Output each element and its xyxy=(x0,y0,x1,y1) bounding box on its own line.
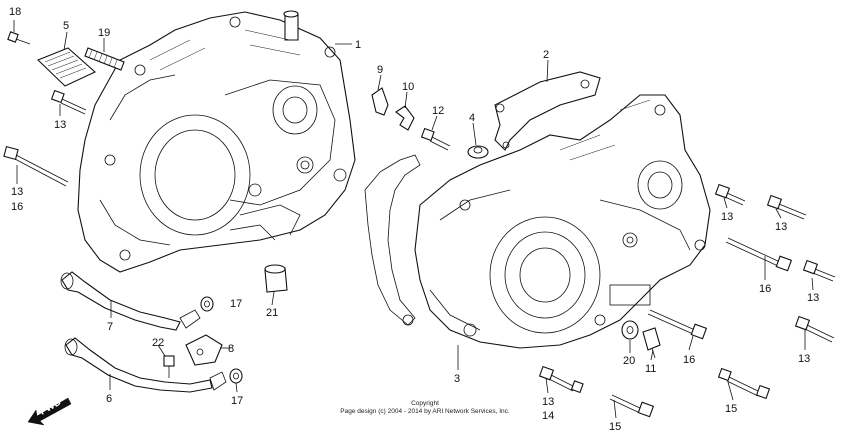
callout-7: 7 xyxy=(107,321,113,333)
callout-3: 3 xyxy=(454,373,460,385)
callout-13-c: 13 xyxy=(721,211,733,223)
callout-16-c: 16 xyxy=(683,354,695,366)
stud-19 xyxy=(84,47,125,71)
callout-20: 20 xyxy=(623,355,635,367)
callout-16-a: 16 xyxy=(11,201,23,213)
fwd-indicator: FWD xyxy=(27,397,72,426)
callout-14: 14 xyxy=(542,410,554,422)
bolt-16-left xyxy=(3,145,69,187)
screen-plate-5 xyxy=(37,47,96,87)
gasket xyxy=(364,154,421,326)
washer-17-a xyxy=(200,296,214,312)
bracket xyxy=(494,71,601,151)
callout-15-a: 15 xyxy=(609,421,621,433)
bolt-12 xyxy=(420,127,451,151)
clip-9 xyxy=(371,87,389,116)
callout-17-a: 17 xyxy=(230,298,242,310)
callout-6: 6 xyxy=(106,393,112,405)
copyright-line-1: Copyright xyxy=(411,400,439,407)
callout-2: 2 xyxy=(543,49,549,61)
callout-8: 8 xyxy=(228,343,234,355)
callout-10: 10 xyxy=(402,81,414,93)
callout-16-b: 16 xyxy=(759,283,771,295)
right-crankcase xyxy=(414,94,711,349)
bolt-13-a xyxy=(50,89,87,115)
bolt-13-r4 xyxy=(794,315,835,343)
callout-13-f: 13 xyxy=(798,353,810,365)
callout-5: 5 xyxy=(63,20,69,32)
bolt-11 xyxy=(642,327,661,359)
copyright-line-2: Page design (c) 2004 - 2014 by ARI Netwo… xyxy=(340,408,510,415)
left-crankcase xyxy=(77,10,356,273)
callout-17-b: 17 xyxy=(231,395,243,407)
copyright: Copyright Page design (c) 2004 - 2014 by… xyxy=(340,400,510,415)
fwd-arrow-icon xyxy=(27,397,72,426)
callout-11: 11 xyxy=(645,363,656,375)
bolt-14 xyxy=(538,365,584,394)
clamp-10 xyxy=(395,105,415,131)
callout-19: 19 xyxy=(98,27,110,39)
hose-7 xyxy=(60,271,201,331)
hose-6 xyxy=(64,337,227,393)
bolt-15-b xyxy=(717,367,771,400)
callout-13-g: 13 xyxy=(542,396,554,408)
callout-13-a: 13 xyxy=(54,119,66,131)
callout-13-b: 13 xyxy=(11,186,23,198)
callout-1: 1 xyxy=(355,39,361,51)
callout-13-e: 13 xyxy=(807,292,819,304)
leader-lines xyxy=(13,20,814,419)
nut-4 xyxy=(467,145,489,159)
callout-13-d: 13 xyxy=(775,221,787,233)
bolt-15-a xyxy=(609,394,655,418)
callout-15-b: 15 xyxy=(725,403,737,415)
washer-20 xyxy=(621,320,639,340)
callout-4: 4 xyxy=(469,112,475,124)
bolt-16-b xyxy=(647,309,708,340)
callout-18: 18 xyxy=(9,6,21,18)
bolt-18 xyxy=(7,31,31,45)
bolt-22 xyxy=(163,355,175,378)
callout-21: 21 xyxy=(266,307,278,319)
washer-17-b xyxy=(229,368,243,384)
callout-12: 12 xyxy=(432,105,444,117)
callout-9: 9 xyxy=(377,64,383,76)
plate-8 xyxy=(185,334,223,366)
bolt-13-r1 xyxy=(714,183,746,206)
callout-labels: 18 5 19 1 13 9 10 12 4 2 13 16 13 13 16 … xyxy=(9,6,819,433)
bolt-13-r2 xyxy=(766,194,807,220)
callout-22: 22 xyxy=(152,337,164,349)
bolt-16-r xyxy=(725,237,793,272)
dowel-21 xyxy=(264,264,288,293)
bolt-13-r3 xyxy=(802,259,836,282)
